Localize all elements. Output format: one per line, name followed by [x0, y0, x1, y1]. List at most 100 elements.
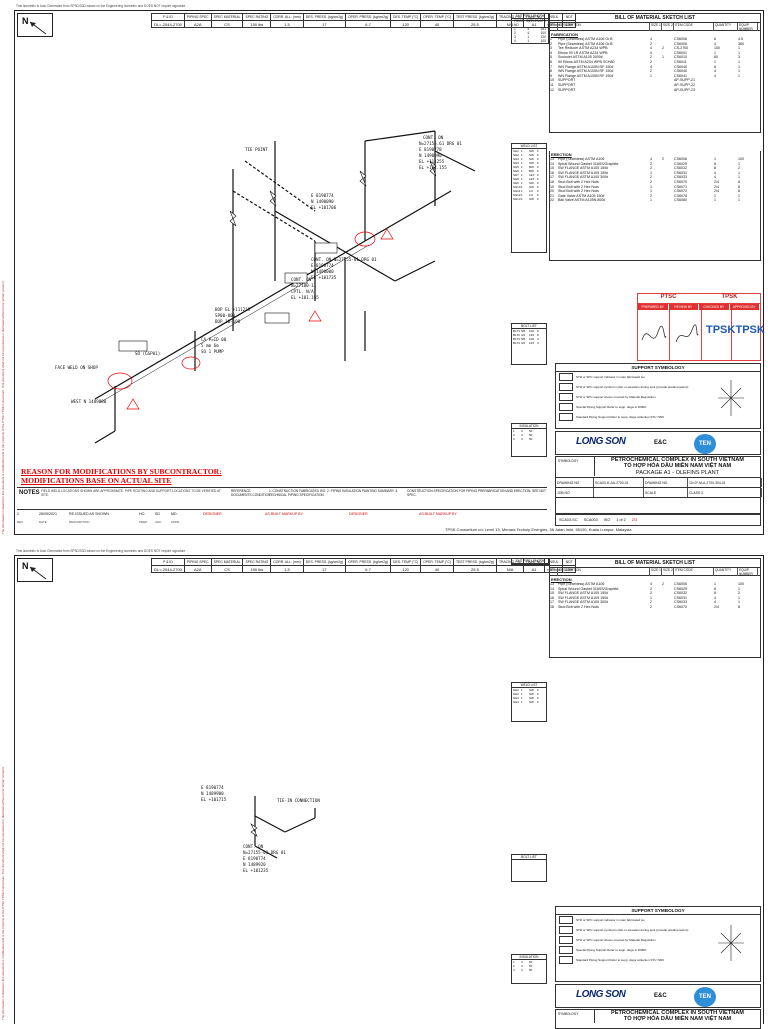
bom-cell: 17: [550, 175, 554, 180]
bom-cell: SW FLANGE ASTM A105 150#: [558, 595, 609, 600]
bom-cell: CS6029: [674, 586, 687, 591]
bom-cell: Stud Bolt with 2 Hex Nuts: [558, 179, 599, 184]
cut-pipe-cell: 4: [527, 31, 530, 35]
list-cell: SW: [529, 157, 534, 161]
bom-cell: 8: [714, 166, 716, 171]
title-block-cell: SCALE: [644, 488, 688, 498]
title-block: SYMBOLOGY PETROCHEMICAL COMPLEX IN SOUTH…: [555, 456, 762, 514]
list-cell: 3/4: [521, 341, 526, 345]
north-label: N: [22, 16, 29, 26]
bom-cell: CS6040: [674, 64, 687, 69]
list-cell: SH3: [513, 157, 519, 161]
list-cell: SH4: [513, 161, 519, 165]
bom-cell: 16: [550, 170, 554, 175]
design-value-cell: N/A: [495, 565, 525, 573]
construction-spec: CONSTRUCTION SPECIFICATION FOR PIPING PR…: [407, 489, 546, 497]
title-block-2: SYMBOLOGY PETROCHEMICAL COMPLEX IN SOUTH…: [555, 1009, 761, 1029]
longson-logo-2: LONG SON: [576, 989, 626, 1000]
support-symbology-2: SUPPORT SYMBOLOGY STD or SPC support ind…: [555, 906, 761, 982]
bom-cell: 1: [662, 55, 664, 60]
bom-cell: Tee Reducer ASTM A234 WPB: [558, 46, 608, 51]
compass-symbol-icon: [718, 380, 744, 416]
list-cell: F: [537, 161, 539, 165]
signature-block: PTSC TPSK PREPARED BY REVIEW BY CHECKED …: [637, 293, 765, 361]
north-label-2: N: [22, 561, 29, 571]
bom-cell: 14: [550, 161, 554, 166]
bom-cell: 2/4: [714, 184, 719, 189]
bom-cell: 8: [714, 591, 716, 596]
bom-cell: 1: [738, 59, 740, 64]
support-text: Standard Piping Support Refer to supp. d…: [576, 958, 664, 962]
support-symbol-icon: [559, 916, 573, 924]
north-arrow-icon-2: [29, 566, 47, 580]
bom-cell: 4: [650, 157, 652, 161]
bom-cell: [662, 198, 674, 203]
bom-header-cell: ITEM CODE: [674, 23, 714, 31]
list-cell: 5/8: [521, 337, 526, 341]
list-cell: SH8: [513, 177, 519, 181]
support-row: Standard Piping Support Refer to supp. d…: [556, 412, 760, 422]
bom-header-cell: QUANTITY: [714, 23, 738, 31]
approved-by-label: APPROVED BY: [729, 304, 760, 310]
list-cell: 1: [521, 692, 523, 696]
bom-cell: CS6011: [674, 59, 687, 64]
bom-cell: 100: [714, 46, 720, 51]
revision-cell: 28/05/2021: [39, 512, 57, 516]
support-row: STD or SPC support indicator in main fab…: [556, 915, 760, 925]
bom-cell: 1: [714, 193, 716, 198]
support-symbol-icon: [559, 936, 573, 944]
modification-reason: REASON FOR MODIFICATIONS BY SUBCONTRACTO…: [21, 467, 222, 485]
bom-cell: 4: [714, 73, 716, 78]
list-cell: 1: [521, 165, 523, 169]
bom-cell: 1: [550, 37, 552, 41]
ec-logo: E&C: [654, 440, 667, 446]
list-cell: 4: [521, 960, 523, 964]
bom-cell: 4: [714, 600, 716, 605]
reference-docs-label: REFERENCE DOCUMENTS CONDITION: [231, 489, 271, 497]
bolt-list-2: BOLT LIST: [511, 854, 547, 882]
bom-cell: CS6029: [674, 161, 687, 166]
list-cell: 50: [529, 433, 533, 437]
list-cell: 125: [529, 341, 535, 345]
prepared-by-label: PREPARED BY: [638, 304, 669, 310]
project-title-vi-2: TỔ HỢP HÓA DẦU MIỀN NAM VIỆT NAM: [623, 1016, 732, 1023]
design-value-cell: N/A: [495, 20, 525, 28]
bom-cell: WN Flange ASTM A105N RF 150#: [558, 64, 614, 69]
support-symbology: SUPPORT SYMBOLOGY STD or SPC support ind…: [555, 363, 761, 429]
iso-annotation: CA P=ID 00: [201, 337, 227, 342]
list-cell: 1: [521, 189, 523, 193]
bom-cell: [662, 88, 674, 93]
list-cell: 4: [521, 437, 523, 441]
list-cell: 1: [521, 185, 523, 189]
list-cell: 50: [529, 960, 533, 964]
bom-cell: 100: [738, 157, 744, 161]
revision-cell: MD: [171, 512, 177, 516]
bolt-list-title: BOLT LIST: [512, 324, 546, 329]
revision-cell: 2: [17, 512, 19, 516]
revision-cell: DESIGNER: [349, 512, 368, 516]
drawing-mid: SCA003: [583, 518, 598, 522]
support-text: STD or SPC support symbol in plan or ele…: [576, 928, 689, 932]
bom-cell: CS6033: [674, 175, 687, 180]
bom-cell: 2: [650, 59, 652, 64]
consortium-address: TPSK Consortium c/o Level 15, Menara Tec…: [445, 527, 632, 532]
list-cell: SH7: [513, 173, 519, 177]
iso-annotation: CONT. ON: [423, 135, 444, 140]
north-arrow-box-2: N: [17, 558, 53, 582]
bom-cell: 8: [550, 69, 552, 74]
bom-cell: 8: [738, 184, 740, 189]
bom-cell: CS6006: [674, 157, 687, 161]
